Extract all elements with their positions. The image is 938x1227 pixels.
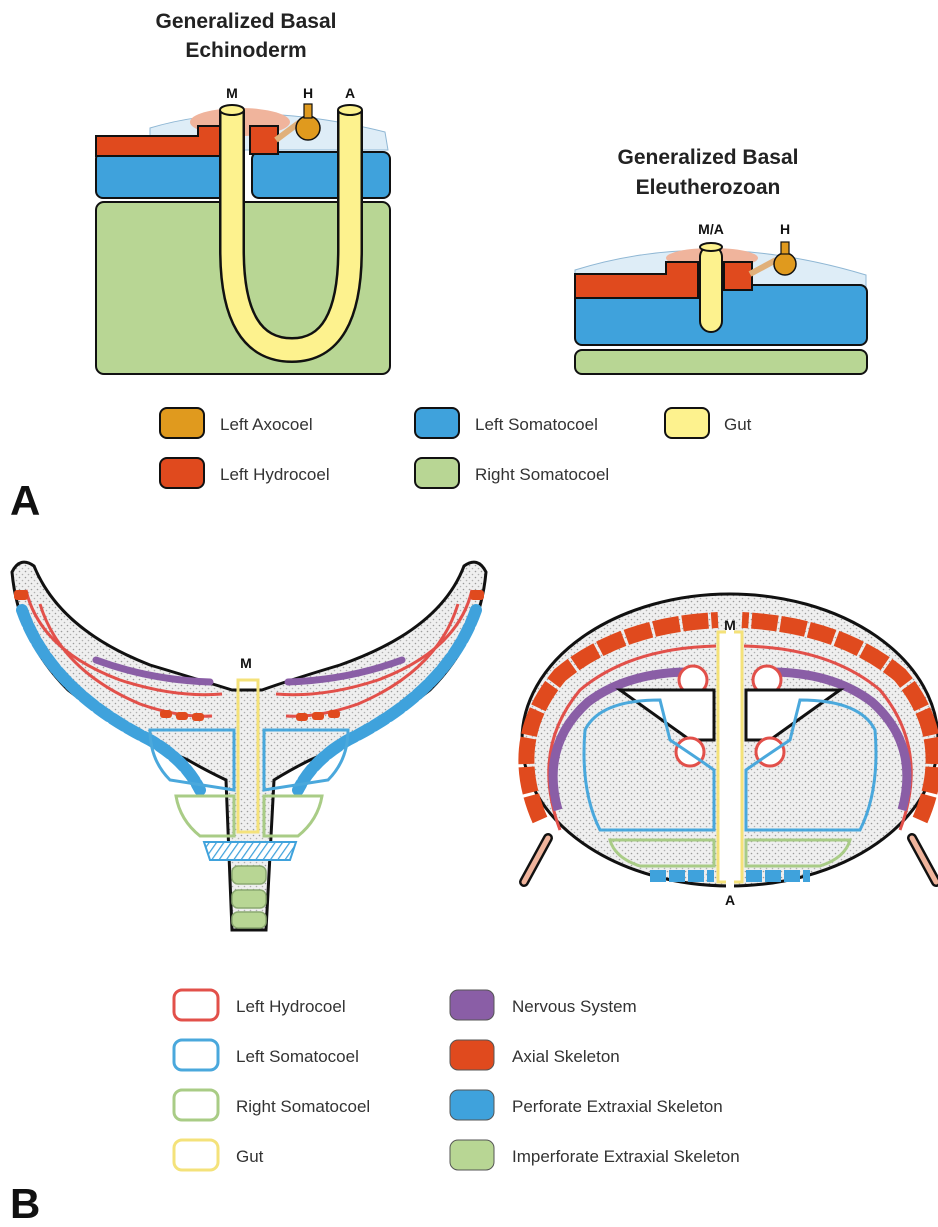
legend-b: Left Hydrocoel Left Somatocoel Right Som…	[174, 990, 740, 1170]
legend-item-right-somatocoel: Right Somatocoel	[415, 458, 609, 488]
legend-item-gut: Gut	[174, 1140, 264, 1170]
legend-swatch	[665, 408, 709, 438]
legend-label: Perforate Extraxial Skeleton	[512, 1097, 723, 1116]
legend-item-left-somatocoel: Left Somatocoel	[174, 1040, 359, 1070]
legend-swatch	[415, 458, 459, 488]
legend-label: Right Somatocoel	[475, 465, 609, 484]
echinoderm-title-line1: Generalized Basal	[156, 10, 337, 33]
left-somatocoel-block-right	[252, 152, 390, 198]
axial-ossicle	[160, 710, 172, 718]
legend-item-gut: Gut	[665, 408, 752, 438]
legend-label: Left Somatocoel	[475, 415, 598, 434]
axial-ossicle	[312, 712, 324, 720]
legend-label: Imperforate Extraxial Skeleton	[512, 1147, 740, 1166]
legend-swatch	[160, 458, 204, 488]
legend-label: Left Axocoel	[220, 415, 313, 434]
crinoid-section-diagram: M	[12, 562, 486, 930]
legend-label: Gut	[724, 415, 752, 434]
hydrocoel-right	[250, 126, 278, 154]
legend-swatch	[174, 1140, 218, 1170]
legend-item-nervous-system: Nervous System	[450, 990, 637, 1020]
legend-item-axial-skeleton: Axial Skeleton	[450, 1040, 620, 1070]
panel-b: M	[10, 562, 938, 1227]
legend-label: Nervous System	[512, 997, 637, 1016]
axial-ossicle	[176, 712, 188, 720]
axial-ossicle	[14, 590, 28, 600]
label-anus: A	[725, 892, 735, 908]
mouth-opening	[220, 105, 244, 115]
anus-opening	[338, 105, 362, 115]
right-somatocoel-chamber-left	[176, 796, 234, 836]
axocoel	[774, 253, 796, 275]
legend-item-left-hydrocoel: Left Hydrocoel	[174, 990, 346, 1020]
legend-swatch	[450, 1040, 494, 1070]
axial-ossicle	[296, 713, 308, 721]
spine-right-fill	[912, 838, 936, 882]
legend-swatch	[174, 990, 218, 1020]
left-somatocoel-block-left	[96, 152, 228, 198]
legend-label: Left Hydrocoel	[236, 997, 346, 1016]
legend-label: Gut	[236, 1147, 264, 1166]
label-hydropore: H	[303, 85, 313, 101]
gut	[700, 246, 722, 332]
legend-swatch	[174, 1040, 218, 1070]
legend-item-left-axocoel: Left Axocoel	[160, 408, 313, 438]
legend-label: Left Somatocoel	[236, 1047, 359, 1066]
legend-swatch	[450, 1090, 494, 1120]
panel-a: Generalized Basal Echinoderm M	[10, 10, 867, 524]
legend-item-right-somatocoel: Right Somatocoel	[174, 1090, 370, 1120]
hydropore	[781, 242, 789, 254]
panel-letter-a: A	[10, 477, 40, 524]
legend-label: Left Hydrocoel	[220, 465, 330, 484]
legend-swatch	[174, 1090, 218, 1120]
legend-swatch	[450, 1140, 494, 1170]
gut-lumen	[726, 620, 734, 890]
legend-a: Left Axocoel Left Hydrocoel Left Somatoc…	[160, 408, 752, 488]
legend-item-perforate-extraxial-skeleton: Perforate Extraxial Skeleton	[450, 1090, 723, 1120]
legend-swatch	[415, 408, 459, 438]
label-anus: A	[345, 85, 355, 101]
panel-letter-b: B	[10, 1180, 40, 1227]
legend-item-left-hydrocoel: Left Hydrocoel	[160, 458, 330, 488]
right-somatocoel-block	[575, 350, 867, 374]
legend-swatch	[160, 408, 204, 438]
spine-left-fill	[524, 838, 548, 882]
hatched-plate	[204, 842, 296, 860]
label-mouth: M	[226, 85, 238, 101]
stem-columnal	[232, 890, 266, 908]
hydrocoel-right	[724, 262, 752, 290]
eleutherozoan-title-line1: Generalized Basal	[618, 146, 799, 169]
legend-item-left-somatocoel: Left Somatocoel	[415, 408, 598, 438]
eleutherozoan-section-diagram: M A	[522, 594, 938, 908]
legend-label: Axial Skeleton	[512, 1047, 620, 1066]
axial-ossicle	[192, 713, 204, 721]
basal-eleutherozoan-diagram: Generalized Basal Eleutherozoan M/A H	[575, 146, 867, 374]
hydropore	[304, 104, 312, 118]
label-mouth-anus: M/A	[698, 221, 724, 237]
axial-ossicle	[328, 710, 340, 718]
label-mouth: M	[724, 617, 736, 633]
axocoel	[296, 116, 320, 140]
stem-columnal	[232, 866, 266, 884]
legend-swatch	[450, 990, 494, 1020]
label-mouth: M	[240, 655, 252, 671]
legend-item-imperforate-extraxial-skeleton: Imperforate Extraxial Skeleton	[450, 1140, 740, 1170]
legend-label: Right Somatocoel	[236, 1097, 370, 1116]
mouth-anus-opening	[700, 243, 722, 251]
basal-echinoderm-diagram: Generalized Basal Echinoderm M	[96, 10, 390, 374]
stem-columnal	[232, 912, 266, 928]
eleutherozoan-title-line2: Eleutherozoan	[636, 176, 781, 199]
label-hydropore: H	[780, 221, 790, 237]
axial-ossicle	[470, 590, 484, 600]
echinoderm-title-line2: Echinoderm	[185, 39, 306, 62]
